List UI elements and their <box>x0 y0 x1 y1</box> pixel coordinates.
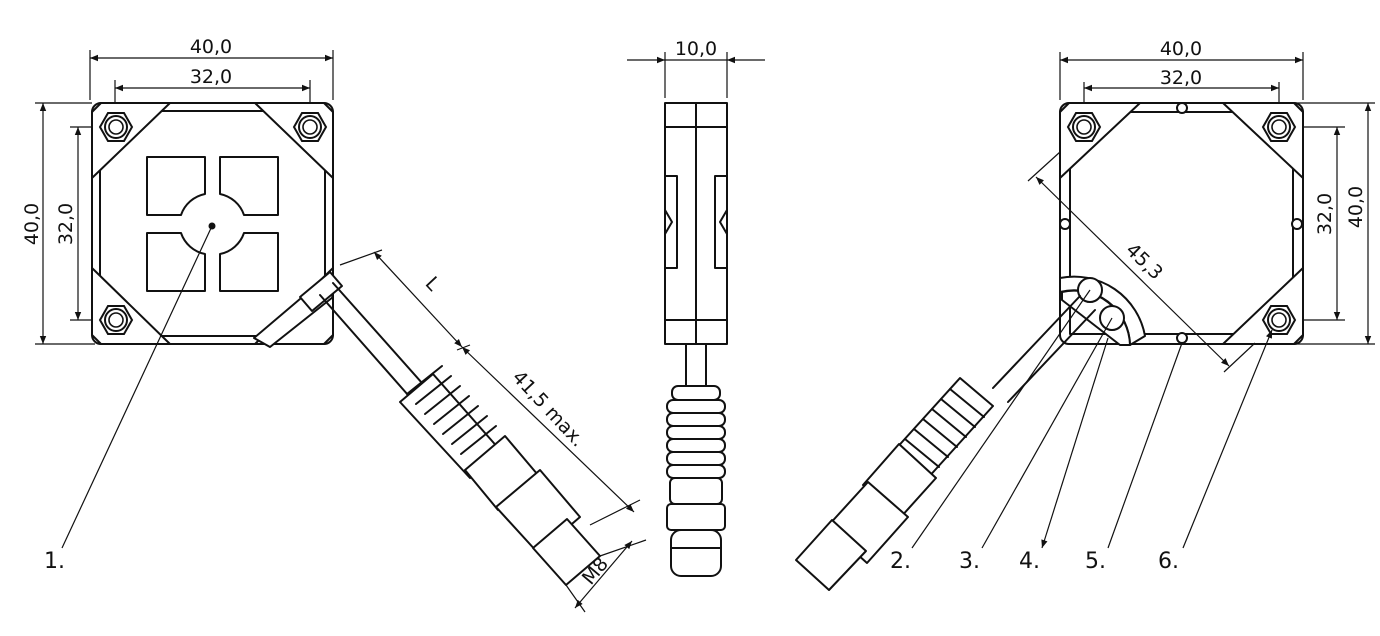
dim-front-width-outer: 40,0 <box>190 36 232 58</box>
corner-bracket <box>91 102 171 179</box>
callout-label-1: 1. <box>44 549 65 574</box>
front-housing <box>91 102 334 345</box>
side-connector <box>666 385 726 577</box>
mounting-nut-icon <box>1262 305 1296 335</box>
dim-side-thickness: 10,0 <box>675 38 717 60</box>
callout-label-6: 6. <box>1158 549 1179 574</box>
mounting-nut-icon <box>293 112 327 142</box>
dim-back-width-inner: 32,0 <box>1160 67 1202 89</box>
mounting-nut-icon <box>99 305 133 335</box>
back-view: 40,0 32,0 32,0 40,0 <box>795 38 1375 591</box>
callout-label-5: 5. <box>1085 549 1106 574</box>
dim-back-width-outer: 40,0 <box>1160 38 1202 60</box>
front-cable-connector <box>253 271 601 586</box>
dim-back-height-inner: 32,0 <box>1314 193 1336 235</box>
callout-label-2: 2. <box>890 549 911 574</box>
indicator-led <box>1176 102 1188 114</box>
dim-front-height-inner: 32,0 <box>55 203 77 245</box>
callout-label-3: 3. <box>959 549 980 574</box>
dim-diagonal: 45,3 <box>1121 239 1167 284</box>
back-cable-connector <box>795 295 1096 591</box>
sensing-face <box>146 156 279 292</box>
dim-cable-length: L <box>421 273 445 296</box>
mounting-nut-icon <box>1262 112 1296 142</box>
callout-label-4: 4. <box>1019 549 1040 574</box>
dim-front-width-inner: 32,0 <box>190 66 232 88</box>
side-view: 10,0 <box>627 38 765 577</box>
mounting-nut-icon <box>1067 112 1101 142</box>
dim-front-height-outer: 40,0 <box>21 203 43 245</box>
mounting-nut-icon <box>99 112 133 142</box>
front-view: 40,0 32,0 40,0 32,0 <box>21 36 647 613</box>
dim-back-height-outer: 40,0 <box>1345 186 1367 228</box>
dim-connector-length: 41,5 max. <box>508 366 589 451</box>
